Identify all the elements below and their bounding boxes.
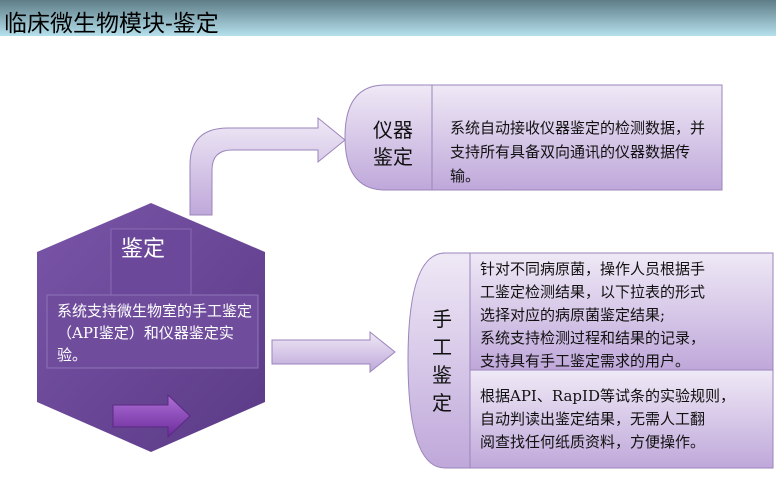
manual-label-char: 鉴 [432, 363, 452, 387]
manual-label-char: 定 [432, 391, 452, 415]
manual-label-char: 手 [432, 307, 452, 331]
text-line: 工鉴定检测结果，以下拉表的形式 [480, 283, 706, 301]
instrument-box [431, 84, 723, 191]
purple-arrow [112, 393, 191, 439]
slide-title-bar: 临床微生物模块-鉴定 [0, 0, 776, 37]
center-description: 系统支持微生物室的手工鉴定（API鉴定）和仪器鉴定实验。 [57, 302, 253, 364]
instrument-label-line: 鉴定 [373, 145, 413, 169]
manual-description-1: 针对不同病原菌，操作人员根据手 工鉴定检测结果，以下拉表的形式 选择对应的病原菌… [480, 258, 705, 373]
instrument-description: 系统自动接收仪器鉴定的检测数据，并支持所有具备双向通讯的仪器数据传输。 [450, 119, 706, 185]
text-line: 选择对应的病原菌鉴定结果; [480, 306, 666, 324]
description-box [46, 294, 259, 369]
curved-arrow [189, 116, 346, 216]
text-line: 自动判读出鉴定结果，无需人工翻 [480, 410, 706, 428]
manual-label: 手 工 鉴 定 [432, 305, 456, 417]
center-heading: 鉴定 [121, 237, 166, 262]
slide-title: 临床微生物模块-鉴定 [4, 11, 219, 37]
instrument-pill [344, 84, 433, 191]
manual-box-1 [469, 252, 774, 371]
manual-box-2 [469, 369, 774, 469]
manual-label-char: 工 [432, 335, 452, 359]
instrument-label: 仪器 鉴定 [373, 117, 413, 171]
text-line: 支持具有手工鉴定需求的用户。 [480, 352, 691, 370]
manual-pill [407, 252, 471, 469]
text-line: 根据API、RapID等试条的实验规则， [480, 387, 735, 405]
straight-arrow [271, 330, 396, 374]
text-line: 系统支持检测过程和结果的记录， [480, 329, 706, 347]
text-line: 针对不同病原菌，操作人员根据手 [480, 260, 706, 278]
manual-description-2: 根据API、RapID等试条的实验规则， 自动判读出鉴定结果，无需人工翻 阅查找… [480, 385, 735, 454]
text-line: 阅查找任何纸质资料，方便操作。 [480, 433, 706, 451]
instrument-label-line: 仪器 [373, 118, 413, 142]
heading-box [110, 228, 192, 298]
